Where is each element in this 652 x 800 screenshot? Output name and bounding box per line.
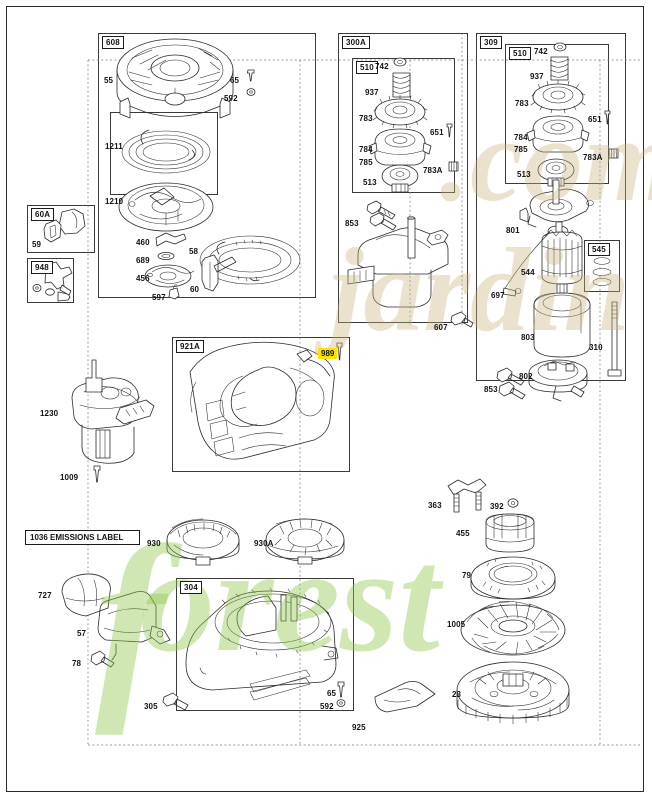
label-544[interactable]: 544 xyxy=(521,268,535,277)
art-center-gear-stack xyxy=(368,57,459,193)
art-727-cover xyxy=(61,573,111,617)
label-784-m[interactable]: 784 xyxy=(359,145,373,154)
group-box-948 xyxy=(27,258,74,303)
art-57-deflector xyxy=(90,591,189,711)
label-363[interactable]: 363 xyxy=(428,501,442,510)
group-box-545 xyxy=(584,240,620,292)
group-box-608 xyxy=(98,33,316,298)
label-783a-r[interactable]: 783A xyxy=(583,153,603,162)
label-651-m[interactable]: 651 xyxy=(430,128,444,137)
label-23[interactable]: 23 xyxy=(452,690,462,699)
label-697[interactable]: 697 xyxy=(491,291,505,300)
group-tag-948[interactable]: 948 xyxy=(31,261,53,274)
group-box-304 xyxy=(176,578,354,711)
emissions-label-box[interactable]: 1036 EMISSIONS LABEL xyxy=(25,530,140,545)
label-65-a[interactable]: 65 xyxy=(230,76,240,85)
label-930a[interactable]: 930A xyxy=(254,539,274,548)
label-455[interactable]: 455 xyxy=(456,529,470,538)
label-989[interactable]: 989 xyxy=(318,348,338,359)
art-304-housing xyxy=(185,587,346,707)
art-930a-screen xyxy=(265,518,345,565)
art-recoil-pulley xyxy=(118,182,214,232)
group-tag-545[interactable]: 545 xyxy=(588,243,610,256)
group-tag-60a[interactable]: 60A xyxy=(31,208,55,221)
label-1210[interactable]: 1210 xyxy=(105,197,124,206)
label-1005[interactable]: 1005 xyxy=(447,620,466,629)
art-recoil-spring xyxy=(121,129,211,174)
label-785-r[interactable]: 785 xyxy=(514,145,528,154)
label-742-m[interactable]: 742 xyxy=(375,62,389,71)
label-930[interactable]: 930 xyxy=(147,539,161,548)
label-925[interactable]: 925 xyxy=(352,723,366,732)
label-1230[interactable]: 1230 xyxy=(40,409,59,418)
label-1009[interactable]: 1009 xyxy=(60,473,79,482)
label-651-r[interactable]: 651 xyxy=(588,115,602,124)
group-box-300a xyxy=(338,33,468,323)
label-57[interactable]: 57 xyxy=(77,629,87,638)
label-802[interactable]: 802 xyxy=(519,372,533,381)
art-right-gear-stack xyxy=(526,42,619,187)
label-592-b[interactable]: 592 xyxy=(320,702,334,711)
label-783-m[interactable]: 783 xyxy=(359,114,373,123)
art-948-bracket xyxy=(32,261,73,302)
label-305[interactable]: 305 xyxy=(144,702,158,711)
label-785-m[interactable]: 785 xyxy=(359,158,373,167)
label-392[interactable]: 392 xyxy=(490,502,504,511)
label-513-r[interactable]: 513 xyxy=(517,170,531,179)
label-456[interactable]: 456 xyxy=(136,274,150,283)
label-742-r[interactable]: 742 xyxy=(534,47,548,56)
group-tag-608[interactable]: 608 xyxy=(102,36,124,49)
group-box-60a xyxy=(27,205,95,253)
label-727[interactable]: 727 xyxy=(38,591,52,600)
group-tag-300a[interactable]: 300A xyxy=(342,36,370,49)
label-783a-m[interactable]: 783A xyxy=(423,166,443,175)
label-689[interactable]: 689 xyxy=(136,256,150,265)
label-803[interactable]: 803 xyxy=(521,333,535,342)
label-937-r[interactable]: 937 xyxy=(530,72,544,81)
label-78[interactable]: 78 xyxy=(72,659,82,668)
art-pawl-parts xyxy=(144,232,301,300)
label-1211[interactable]: 1211 xyxy=(105,142,123,151)
art-starter-mount xyxy=(347,216,474,328)
label-592-a[interactable]: 592 xyxy=(224,94,238,103)
group-tag-510[interactable]: 510 xyxy=(356,61,378,74)
label-65-b[interactable]: 65 xyxy=(327,689,337,698)
art-flywheel-stack xyxy=(447,478,570,725)
label-513-m[interactable]: 513 xyxy=(363,178,377,187)
art-starter-endcap xyxy=(496,179,622,402)
group-tag-510[interactable]: 510 xyxy=(509,47,531,60)
label-784-r[interactable]: 784 xyxy=(514,133,528,142)
art-921a-shroud xyxy=(189,341,343,460)
art-1230-assembly xyxy=(71,359,155,483)
group-tag-309[interactable]: 309 xyxy=(480,36,502,49)
label-58[interactable]: 58 xyxy=(189,247,199,256)
label-607[interactable]: 607 xyxy=(434,323,448,332)
art-recoil-housing xyxy=(116,38,256,119)
group-tag-921a[interactable]: 921A xyxy=(176,340,204,353)
label-597[interactable]: 597 xyxy=(152,293,166,302)
label-60[interactable]: 60 xyxy=(190,285,200,294)
art-853-bolts-center xyxy=(366,200,397,231)
label-853-m[interactable]: 853 xyxy=(345,219,359,228)
label-801[interactable]: 801 xyxy=(506,226,520,235)
group-tag-304[interactable]: 304 xyxy=(180,581,202,594)
label-783-r[interactable]: 783 xyxy=(515,99,529,108)
art-930-screen xyxy=(166,518,240,566)
label-55[interactable]: 55 xyxy=(104,76,114,85)
art-925-baffle xyxy=(374,681,436,713)
label-460[interactable]: 460 xyxy=(136,238,150,247)
label-59[interactable]: 59 xyxy=(32,240,42,249)
label-310[interactable]: 310 xyxy=(589,343,603,352)
label-937-m[interactable]: 937 xyxy=(365,88,379,97)
group-box-921a xyxy=(172,337,350,472)
label-853-r[interactable]: 853 xyxy=(484,385,498,394)
label-79[interactable]: 79 xyxy=(462,571,472,580)
art-starter-key xyxy=(43,208,86,243)
